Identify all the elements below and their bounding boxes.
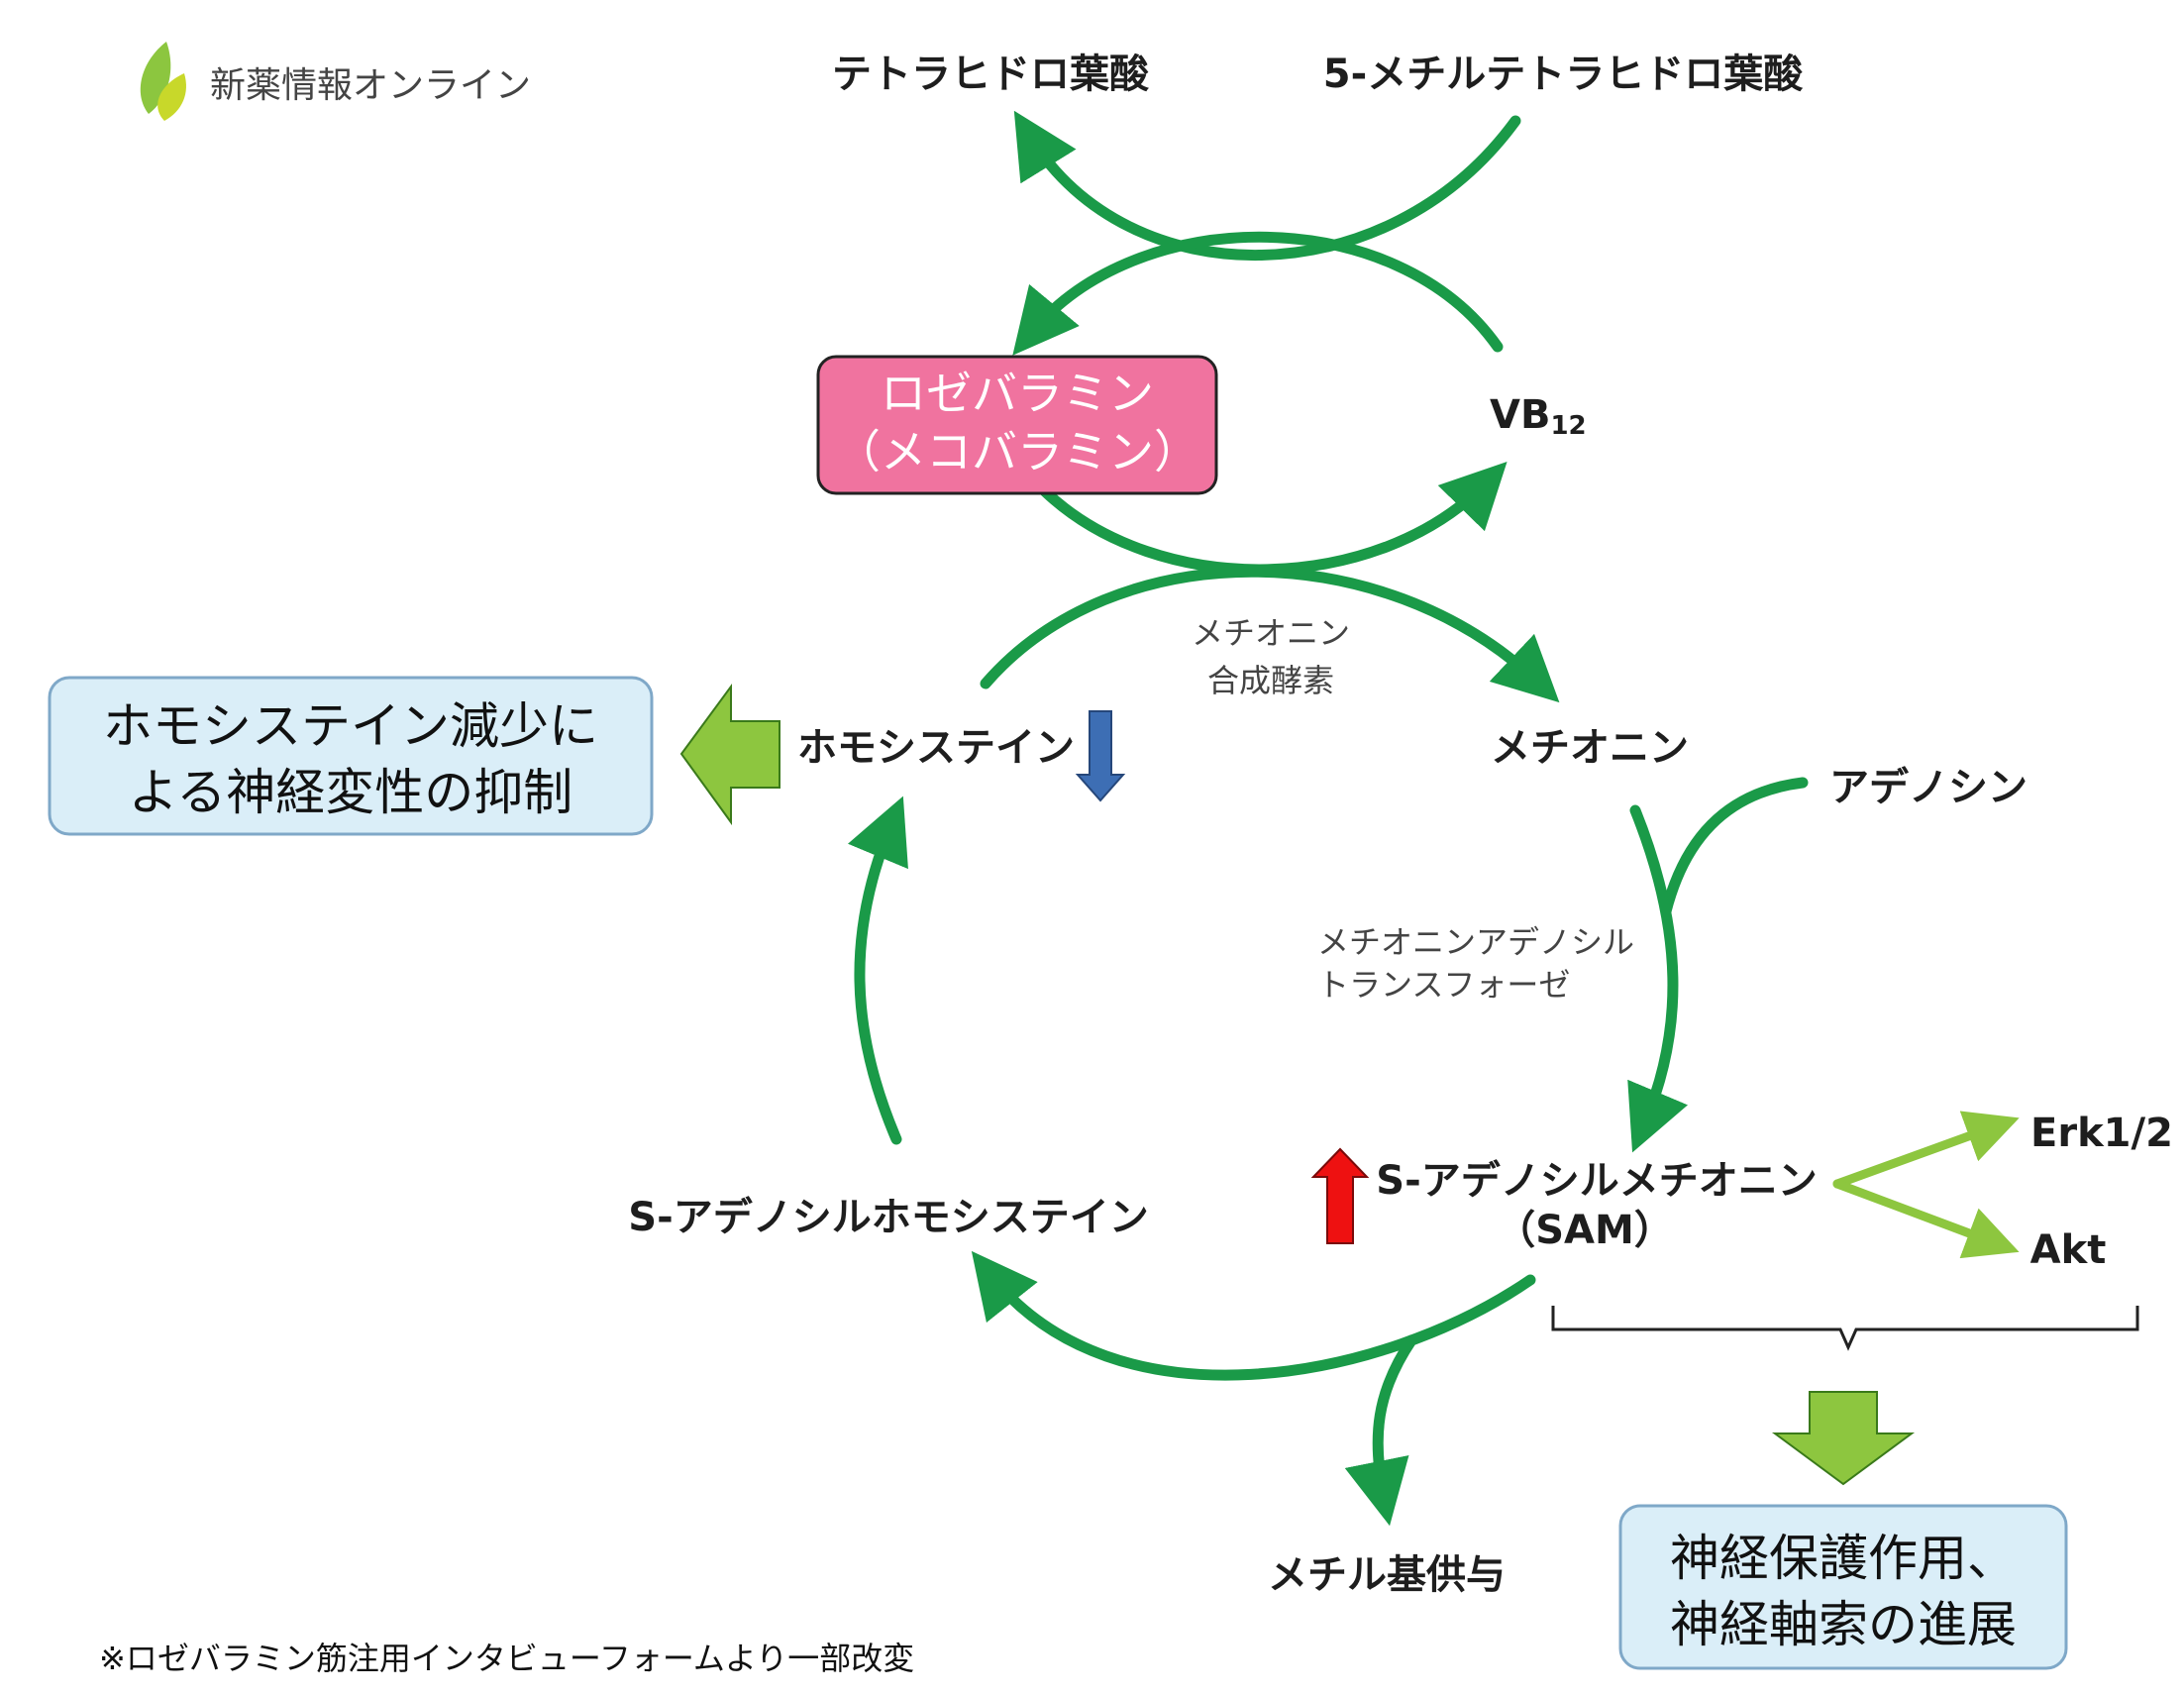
arrow-sam-to-erk [1832, 1111, 2020, 1189]
cycle-arrows [848, 777, 1809, 1527]
site-logo: 新薬情報オンライン [140, 42, 531, 121]
arrow-mthf-to-thf [1013, 110, 1521, 261]
folate-arrows [980, 110, 1560, 703]
footnote: ※ロゼバラミン筋注用インタビューフォームより一部改変 [99, 1640, 914, 1677]
decrease-down-arrow [1075, 710, 1126, 802]
node-sam-line1: S-アデノシルメチオニン [1376, 1158, 1817, 1204]
node-methionine: メチオニン [1491, 725, 1689, 771]
logo-text: 新薬情報オンライン [210, 65, 531, 106]
arrow-vb12-to-drug [1012, 231, 1504, 356]
node-mthf: 5-メチルテトラヒドロ葉酸 [1323, 52, 1804, 97]
effect-left-line2: よる神経変性の抑制 [129, 764, 573, 821]
arrow-homocysteine-to-methionine [980, 566, 1560, 703]
node-vb12: VB12 [1490, 392, 1587, 441]
effect-bottom-block-arrow [1771, 1391, 1916, 1486]
arrow-adenosine-joins [1660, 777, 1809, 917]
arrow-sah-to-homocysteine [848, 795, 908, 1145]
arrow-methyl-donation [1344, 1334, 1417, 1527]
signaling-arrows [1832, 1111, 2020, 1259]
node-adenosine: アデノシン [1829, 765, 2028, 810]
drug-generic-name: （メコバラミン） [835, 425, 1199, 478]
arrow-methionine-to-sam [1627, 804, 1689, 1153]
enzyme-methionine-synthase-line1: メチオニン [1192, 614, 1350, 652]
node-akt: Akt [2030, 1227, 2107, 1273]
effect-left-line1: ホモシステイン減少に [103, 697, 598, 755]
leaf-icon [140, 42, 186, 121]
effect-box-left: ホモシステイン減少に よる神経変性の抑制 [48, 676, 654, 836]
effect-bottom-line2: 神経軸索の進展 [1670, 1596, 2017, 1653]
node-sah: S-アデノシルホモシステイン [628, 1195, 1148, 1240]
node-homocysteine: ホモシステイン [797, 725, 1075, 771]
node-methyl-donation: メチル基供与 [1268, 1552, 1506, 1598]
increase-up-arrow [1310, 1147, 1370, 1244]
enzyme-mat-line1: メチオニンアデノシル [1317, 923, 1634, 961]
node-erk: Erk1/2 [2030, 1111, 2173, 1156]
effect-left-block-arrow [679, 683, 780, 826]
effect-bracket [1551, 1306, 2139, 1351]
arrow-sam-to-sah [971, 1250, 1536, 1381]
arrow-drug-to-vb12 [1039, 462, 1508, 576]
arrow-sam-to-akt [1832, 1179, 2020, 1259]
node-thf: テトラヒドロ葉酸 [832, 52, 1150, 97]
drug-name: ロゼバラミン [881, 367, 1154, 420]
node-sam-line2: （SAM） [1496, 1208, 1674, 1253]
effect-box-bottom: 神経保護作用、 神経軸索の進展 [1618, 1504, 2068, 1670]
drug-box: ロゼバラミン （メコバラミン） [816, 355, 1218, 495]
enzyme-methionine-synthase-line2: 合成酵素 [1207, 662, 1334, 699]
enzyme-mat-line2: トランスフォーゼ [1317, 966, 1570, 1004]
effect-bottom-line1: 神経保護作用、 [1670, 1530, 2017, 1587]
